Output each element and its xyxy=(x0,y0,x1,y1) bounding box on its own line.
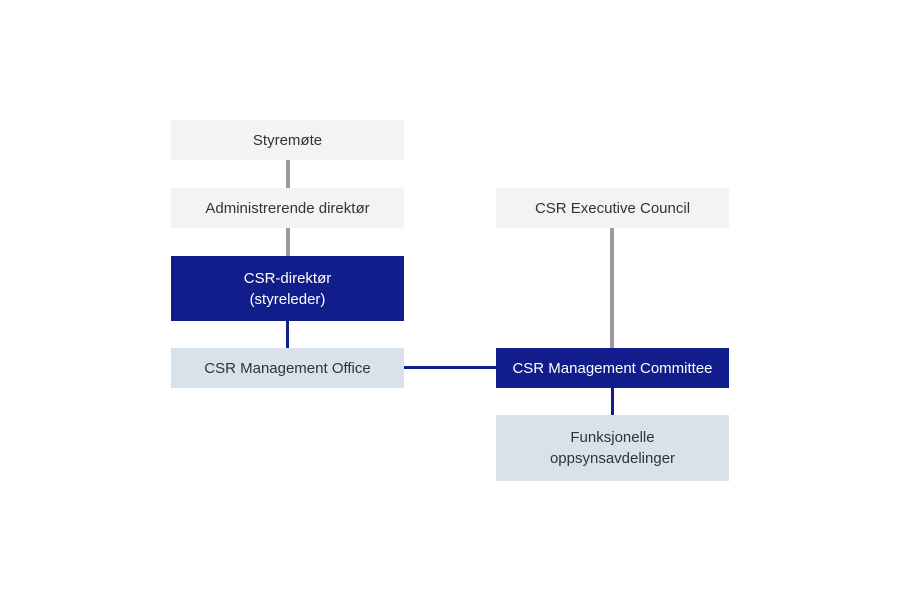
styremote-box: Styremøte xyxy=(171,120,404,160)
csr-director-label-line2: (styreleder) xyxy=(249,290,326,308)
executive-council-box: CSR Executive Council xyxy=(496,188,729,228)
connector-office-committee xyxy=(404,366,496,369)
connector-styremote-admin xyxy=(286,160,290,188)
csr-director-label-line1: CSR-direktør xyxy=(243,269,332,287)
connector-committee-departments xyxy=(611,388,614,415)
csr-director-box: CSR-direktør (styreleder) xyxy=(171,256,404,321)
functional-departments-box: Funksjonelle oppsynsavdelinger xyxy=(496,415,729,481)
styremote-label: Styremøte xyxy=(252,131,323,149)
executive-council-label: CSR Executive Council xyxy=(534,199,691,217)
admin-director-label: Administrerende direktør xyxy=(205,199,370,217)
functional-departments-label-line1: Funksjonelle xyxy=(570,429,655,446)
connector-council-committee xyxy=(610,228,614,348)
management-committee-label: CSR Management Committee xyxy=(512,359,713,377)
connector-csr-director-office xyxy=(286,321,289,348)
functional-departments-label-line2: oppsynsavdelinger xyxy=(549,450,676,467)
connector-admin-csr-director xyxy=(286,228,290,256)
admin-director-box: Administrerende direktør xyxy=(171,188,404,228)
management-committee-box: CSR Management Committee xyxy=(496,348,729,388)
management-office-label: CSR Management Office xyxy=(204,359,371,377)
management-office-box: CSR Management Office xyxy=(171,348,404,388)
